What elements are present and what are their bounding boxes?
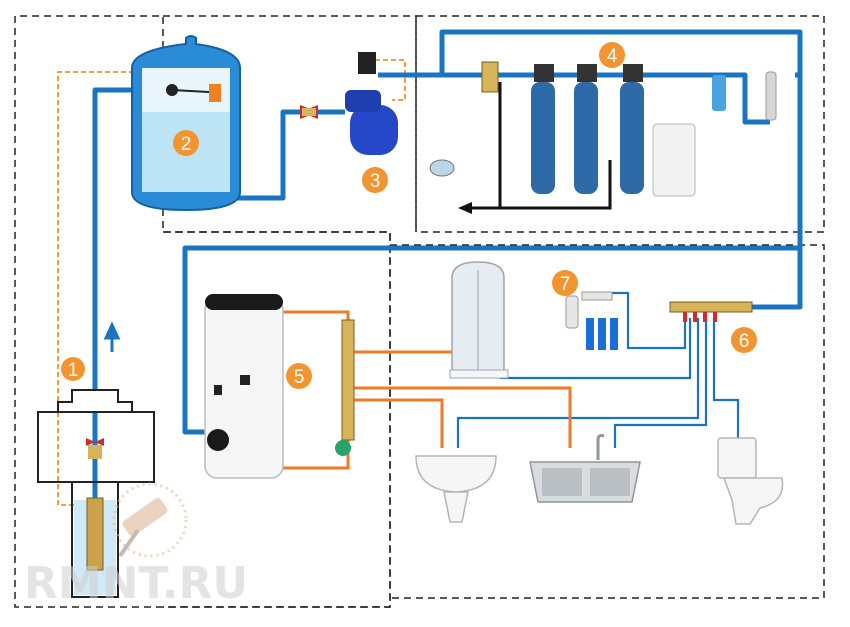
badge-pump-station: 3 (362, 167, 388, 193)
float-control-line (57, 71, 150, 506)
badge-boiler: 5 (286, 363, 312, 389)
zone-boiler (163, 231, 391, 608)
branch-kitchen-cold (613, 318, 708, 448)
uv-sterilizer (765, 71, 777, 121)
well-casing (71, 481, 119, 598)
pump-motor (345, 90, 381, 112)
zone-outer-left (14, 15, 391, 608)
cold-manifold (669, 301, 753, 322)
pump-to-filters-pipe (182, 29, 803, 435)
badge-storage-tank: 2 (173, 130, 199, 156)
aerator-unit (429, 159, 455, 177)
zone-filtration (415, 15, 825, 233)
gate-valve-well (86, 438, 104, 446)
filter-column-1 (531, 64, 555, 194)
boiler-hot-out (282, 310, 350, 355)
filter-column-3 (620, 64, 644, 194)
cartridge-filter (712, 75, 726, 111)
zone-consumers (390, 244, 825, 599)
hot-manifold (341, 319, 355, 441)
badge-manifold: 6 (731, 327, 757, 353)
watermark-text: RMNT.RU (24, 558, 248, 609)
badge-label-1: 1 (68, 360, 79, 381)
filter-column-2 (574, 64, 598, 194)
drain-arrow-icon (458, 202, 472, 214)
boiler-thermostat (207, 429, 229, 451)
tank-to-pump-pipe (230, 109, 345, 201)
branch-osmosis (600, 291, 687, 350)
paint-roller-logo-icon (112, 482, 188, 558)
reverse-osmosis-unit (565, 291, 618, 350)
salt-tank (652, 123, 696, 197)
boiler-unit (204, 294, 355, 479)
zone-borders (14, 15, 825, 608)
badge-filtration: 4 (599, 42, 625, 68)
badge-reverse-osmosis: 7 (552, 270, 578, 296)
submersible-pump (86, 497, 104, 571)
well-fitting (88, 445, 102, 459)
well-cap (57, 389, 133, 413)
badge-label-7: 7 (560, 274, 571, 295)
number-badges: 1 2 3 4 5 6 7 (61, 42, 757, 389)
float-valve (209, 84, 221, 102)
arrow-up-icon (103, 321, 121, 352)
wash-basin (415, 455, 497, 523)
hot-water-pipes (282, 310, 572, 470)
toilet (717, 437, 784, 525)
hot-to-kitchen (350, 386, 572, 448)
cold-branches (456, 291, 740, 448)
filtration-unit (429, 61, 777, 214)
badge-label-6: 6 (739, 331, 750, 352)
shower-cabin (449, 261, 509, 379)
mechanical-filter (481, 61, 499, 93)
hydro-tank (350, 105, 398, 155)
storage-tank (131, 35, 241, 212)
control-lines (57, 59, 406, 506)
branch-toilet (712, 318, 740, 438)
badge-label-2: 2 (181, 134, 192, 155)
watermark: RMNT.RU (24, 482, 248, 609)
badge-label-5: 5 (294, 367, 305, 388)
kitchen-sink (529, 434, 641, 503)
badge-label-4: 4 (607, 46, 618, 67)
pump-station (300, 52, 398, 155)
branch-sink-cold (456, 318, 700, 448)
pressure-switch-line (375, 59, 406, 101)
well-assembly (37, 321, 155, 598)
boiler-top (205, 294, 283, 310)
manifold-feed-pipe (752, 248, 803, 310)
branch-shower-cold (500, 318, 692, 380)
circulation-pump (335, 440, 351, 456)
badge-label-3: 3 (370, 171, 381, 192)
drain-line (468, 82, 612, 210)
consumers (415, 261, 784, 525)
pressure-switch (358, 52, 376, 74)
badge-well-pump: 1 (61, 357, 85, 381)
hot-to-sink (350, 398, 444, 448)
